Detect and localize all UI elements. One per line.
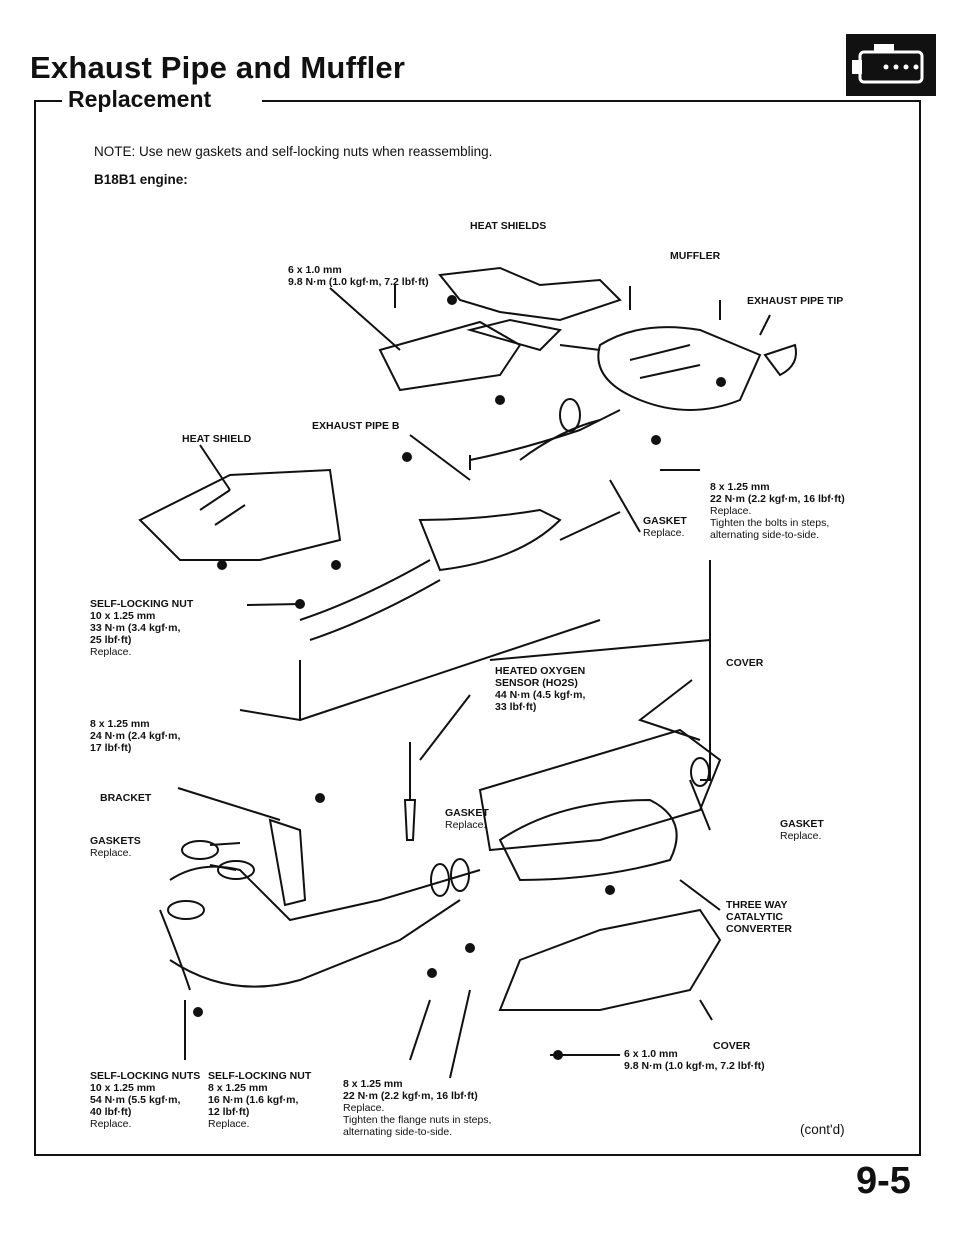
label-nuts-10-torque-a: 54 N·m (5.5 kgf·m, [90,1094,181,1106]
label-bolt-6x1-torque: 9.8 N·m (1.0 kgf·m, 7.2 lbf·ft) [288,276,429,288]
catalytic-cover-upper [478,728,722,852]
label-heat-shield: HEAT SHIELD [182,433,252,445]
label-self-locking-nut-8-replace: Replace. [208,1118,250,1130]
label-gasket-sensor-replace: Replace. [445,819,487,831]
label-gaskets-replace: Replace. [90,847,132,859]
gasket-ring-1 [181,840,219,860]
label-cover-upper: COVER [726,657,764,669]
frame-right [919,100,921,1156]
label-twc-c: CONVERTER [726,923,792,935]
label-bolt-8-muffler-note1: Replace. [710,505,752,517]
header-rule [34,100,62,102]
label-nut-10-torque-b: 25 lbf·ft) [90,634,132,646]
label-muffler: MUFFLER [670,250,721,262]
label-self-locking-nut: SELF-LOCKING NUT [90,598,194,610]
catalytic-cover-lower [498,908,722,1011]
oxygen-sensor-shape [403,770,417,841]
gasket-ring-3 [167,900,205,920]
label-self-locking-nuts: SELF-LOCKING NUTS [90,1070,201,1082]
label-exhaust-pipe-b: EXHAUST PIPE B [312,420,400,432]
frame-left [34,100,36,1156]
label-flange-note2: Tighten the flange nuts in steps, [343,1114,492,1126]
label-nut-10-replace: Replace. [90,646,132,658]
label-self-locking-nut-8-size: 8 x 1.25 mm [208,1082,268,1094]
gasket-ring-5 [690,757,710,787]
exhaust-section-icon [846,34,936,96]
continued-label: (cont'd) [800,1122,845,1137]
label-flange-note1: Replace. [343,1102,385,1114]
engine-label: B18B1 engine: [94,172,188,187]
label-bolt-8-muffler-note2: Tighten the bolts in steps, [710,517,830,529]
label-gasket-sensor: GASKET [445,807,489,819]
label-gasket-upper: GASKET [643,515,687,527]
label-gasket-right: GASKET [780,818,824,830]
label-flange-note3: alternating side-to-side. [343,1126,453,1138]
label-flange-torque: 22 N·m (2.2 kgf·m, 16 lbf·ft) [343,1090,478,1102]
label-ho2s-b: SENSOR (HO2S) [495,677,578,689]
label-heat-shields: HEAT SHIELDS [470,220,547,232]
label-bracket-bolt-torque-a: 24 N·m (2.4 kgf·m, [90,730,181,742]
label-gaskets: GASKETS [90,835,141,847]
label-twc-b: CATALYTIC [726,911,783,923]
label-nuts-10-torque-b: 40 lbf·ft) [90,1106,132,1118]
label-gasket-right-replace: Replace. [780,830,822,842]
page-number: 9-5 [856,1160,911,1202]
label-bolt-8-muffler-size: 8 x 1.25 mm [710,481,770,493]
lower-heat-shield-shape [378,320,522,392]
label-nuts-10-replace: Replace. [90,1118,132,1130]
label-nut-10-size: 10 x 1.25 mm [90,610,156,622]
label-bracket: BRACKET [100,792,152,804]
label-self-locking-nut-8-torque-a: 16 N·m (1.6 kgf·m, [208,1094,299,1106]
gasket-ring-2 [217,860,255,880]
label-ho2s-torque-b: 33 lbf·ft) [495,701,537,713]
catalytic-converter-shape [498,798,678,882]
label-bracket-bolt-torque-b: 17 lbf·ft) [90,742,132,754]
label-flange-size: 8 x 1.25 mm [343,1078,403,1090]
note-text: NOTE: Use new gaskets and self-locking n… [94,144,493,159]
pipe-b-shape [418,508,562,572]
label-cover-lower: COVER [713,1040,751,1052]
label-self-locking-nut-8: SELF-LOCKING NUT [208,1070,312,1082]
upper-heat-shield-shape [438,266,622,322]
label-bolt-8-muffler-note3: alternating side-to-side. [710,529,820,541]
page-title: Exhaust Pipe and Muffler [30,50,406,85]
muffler-shape [597,326,762,411]
label-cover-bolt-size: 6 x 1.0 mm [624,1048,678,1060]
left-heat-shield-shape [138,468,342,561]
label-bolt-8-muffler-torque: 22 N·m (2.2 kgf·m, 16 lbf·ft) [710,493,845,505]
label-exhaust-pipe-tip: EXHAUST PIPE TIP [747,295,844,307]
pipe-tip-shape [763,343,797,377]
label-gasket-upper-replace: Replace. [643,527,685,539]
label-self-locking-nut-8-torque-b: 12 lbf·ft) [208,1106,250,1118]
header-rule-right [262,100,921,102]
section-subtitle: Replacement [62,86,218,113]
label-ho2s-torque-a: 44 N·m (4.5 kgf·m, [495,689,586,701]
front-pipe-shape [169,865,481,922]
label-bracket-bolt-size: 8 x 1.25 mm [90,718,150,730]
label-cover-bolt-torque: 9.8 N·m (1.0 kgf·m, 7.2 lbf·ft) [624,1060,765,1072]
label-bolt-6x1-size: 6 x 1.0 mm [288,264,342,276]
label-twc-a: THREE WAY [726,899,788,911]
gasket-ring-4 [430,863,450,897]
frame-bottom [34,1154,921,1156]
gasket-ring-6 [559,398,581,432]
bracket-shape [268,818,307,907]
label-nut-10-torque-a: 33 N·m (3.4 kgf·m, [90,622,181,634]
label-nuts-10-size: 10 x 1.25 mm [90,1082,156,1094]
label-ho2s-a: HEATED OXYGEN [495,665,586,677]
